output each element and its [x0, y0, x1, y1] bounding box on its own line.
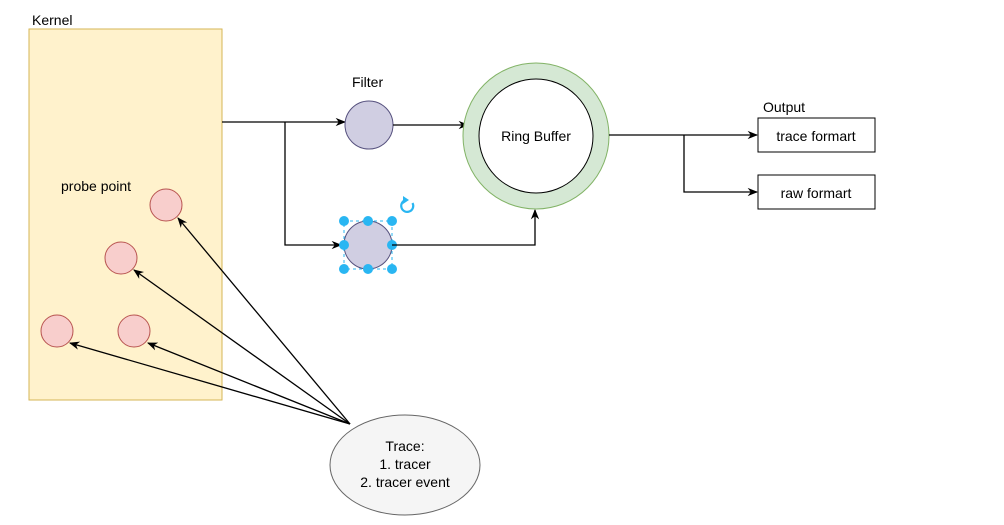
edge-trace-to-probe-2[interactable]	[133, 269, 351, 425]
probe-point-2[interactable]	[104, 241, 138, 275]
probe-point-1[interactable]	[149, 188, 183, 222]
resize-handle-ne[interactable]	[387, 216, 397, 226]
edge-trace-to-probe-3[interactable]	[69, 341, 351, 425]
resize-handle-nw[interactable]	[339, 216, 349, 226]
filter-node[interactable]	[344, 100, 394, 150]
trace-label-line-1: Trace:	[385, 438, 424, 454]
selected-node[interactable]	[343, 220, 393, 270]
trace-format-box[interactable]	[757, 117, 876, 153]
probe-point-4[interactable]	[117, 314, 151, 348]
resize-handle-n[interactable]	[363, 216, 373, 226]
output-label: Output	[763, 99, 805, 115]
probe-point-label: probe point	[61, 178, 131, 194]
trace-label-line-2: 1. tracer	[379, 456, 431, 472]
resize-handle-sw[interactable]	[339, 264, 349, 274]
edge-trace-to-probe-1[interactable]	[177, 217, 351, 425]
trace-format-label: trace formart	[776, 128, 855, 144]
edge-trace-to-probe-4[interactable]	[147, 342, 351, 425]
selection-handles[interactable]	[339, 216, 397, 274]
ring-buffer-inner	[478, 78, 594, 194]
ring-buffer-label: Ring Buffer	[501, 128, 571, 144]
filter-label: Filter	[352, 74, 383, 90]
rotate-icon[interactable]	[400, 196, 415, 213]
edge-selected-node-to-ring-buffer[interactable]	[392, 208, 540, 246]
kernel-label: Kernel	[32, 12, 72, 28]
resize-handle-s[interactable]	[363, 264, 373, 274]
trace-node[interactable]	[329, 414, 481, 516]
resize-handle-w[interactable]	[339, 240, 349, 250]
raw-format-label: raw formart	[781, 185, 852, 201]
probe-point-3[interactable]	[40, 314, 74, 348]
resize-handle-se[interactable]	[387, 264, 397, 274]
trace-label-line-3: 2. tracer event	[360, 474, 450, 490]
edge-kernel-to-selected-node[interactable]	[284, 122, 343, 250]
edge-ring-buffer-to-raw-format[interactable]	[683, 135, 759, 197]
raw-format-box[interactable]	[757, 174, 876, 210]
